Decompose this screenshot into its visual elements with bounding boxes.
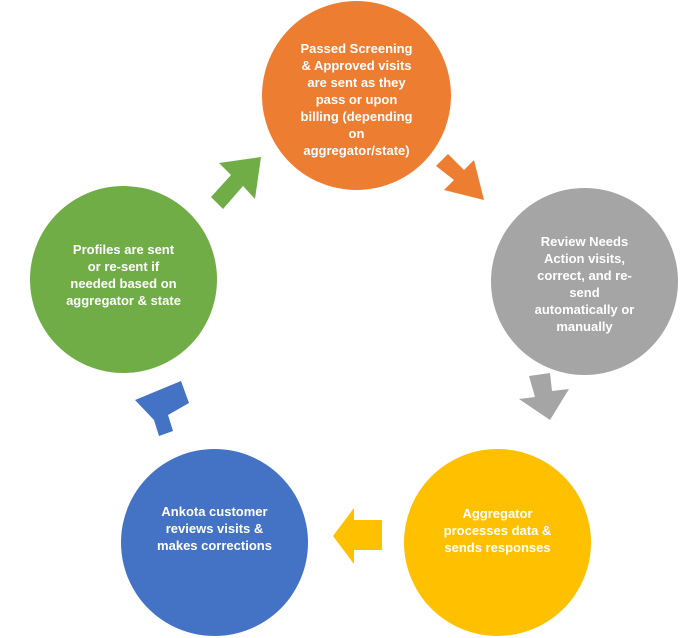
stage-node-label: Passed Screening & Approved visits are s… [300, 41, 413, 158]
arrow-left-to-top-icon [211, 157, 261, 209]
stage-node-aggregator-processes: Aggregator processes data & sends respon… [404, 449, 591, 636]
stage-node-review-needs-action: Review Needs Action visits, correct, and… [491, 188, 678, 375]
arrow-right-to-bottom-right-icon [519, 373, 569, 420]
arrow-top-to-right-icon [436, 154, 484, 200]
stage-node-customer-reviews: Ankota customer reviews visits & makes c… [121, 449, 308, 636]
stage-node-label: Profiles are sent or re-sent if needed b… [66, 241, 181, 308]
stage-node-label: Review Needs Action visits, correct, and… [534, 233, 635, 334]
arrow-bottom-right-to-bottom-left-icon [333, 508, 382, 564]
stage-node-label: Ankota customer reviews visits & makes c… [157, 504, 272, 553]
stage-node-label: Aggregator processes data & sends respon… [443, 506, 552, 555]
stage-node-passed-screening: Passed Screening & Approved visits are s… [262, 1, 451, 190]
arrow-bottom-left-to-left-icon [135, 381, 189, 436]
stage-node-profiles-sent: Profiles are sent or re-sent if needed b… [30, 186, 217, 373]
